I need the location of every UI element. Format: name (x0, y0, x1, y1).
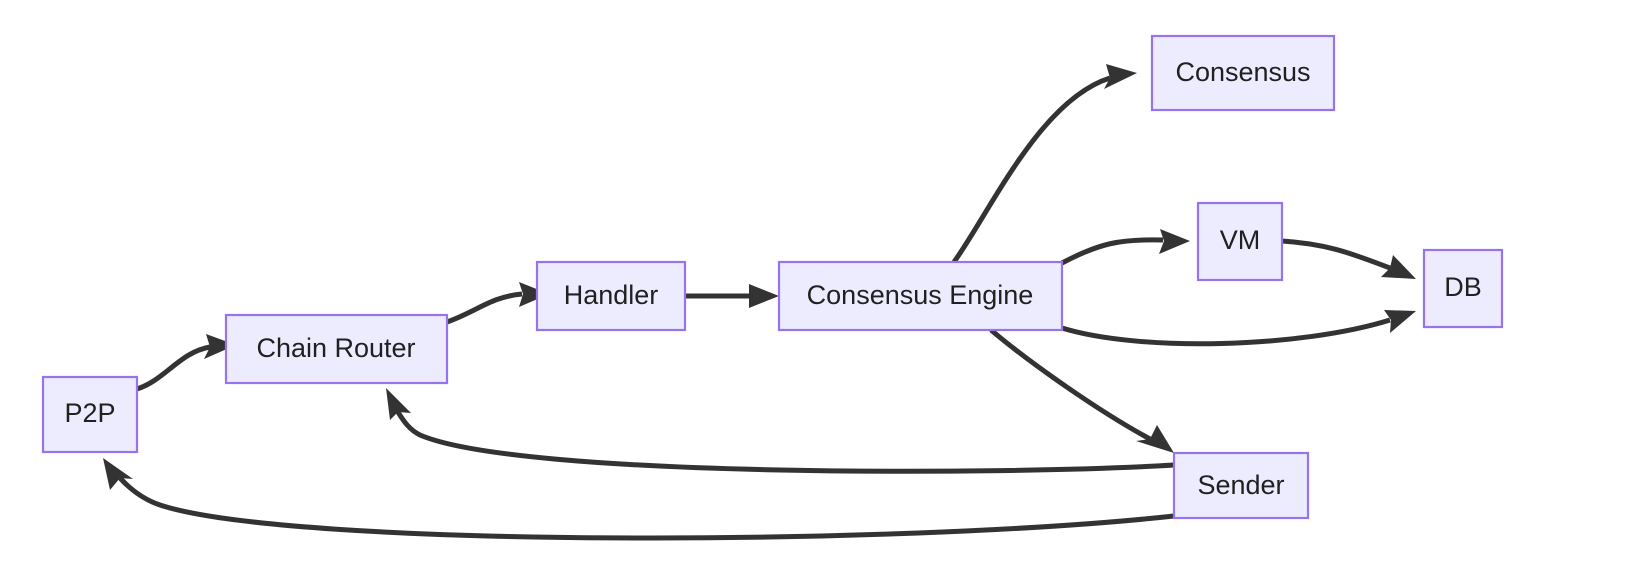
node-chain-router[interactable]: Chain Router (224, 313, 449, 385)
node-label-sender: Sender (1197, 470, 1284, 500)
edge-p2p-to-chain-router (136, 334, 236, 392)
node-shape (224, 313, 449, 385)
edge-handler-to-consensus-engine (685, 284, 779, 308)
edge-chain-router-to-handler (446, 282, 549, 325)
node-label-handler: Handler (564, 280, 659, 310)
node-label-vm: VM (1220, 225, 1261, 255)
node-shape (41, 375, 139, 454)
arrow-head-icon (386, 388, 411, 420)
node-sender[interactable]: Sender (1172, 451, 1310, 520)
edge-path (1061, 317, 1391, 347)
arrow-head-icon (519, 282, 549, 307)
node-consensus-engine[interactable]: Consensus Engine (777, 260, 1064, 332)
edge-path (118, 476, 1175, 541)
node-layer: P2P Chain Router Handler Consensus Engin… (41, 34, 1504, 520)
node-vm[interactable]: VM (1196, 201, 1284, 282)
arrow-head-icon (749, 284, 779, 308)
edge-path (136, 344, 211, 392)
node-shape (1422, 248, 1504, 329)
edge-consensus-engine-to-vm (1060, 229, 1190, 266)
arrow-head-icon (204, 334, 236, 359)
node-shape (1172, 451, 1310, 520)
edge-path (1281, 238, 1391, 271)
arrow-head-icon (1104, 64, 1137, 89)
arrow-head-icon (1384, 310, 1416, 333)
edge-path (989, 328, 1152, 442)
edge-consensus-engine-to-sender (989, 328, 1174, 453)
node-p2p[interactable]: P2P (41, 375, 139, 454)
node-shape (1150, 34, 1336, 112)
node-shape (535, 260, 687, 332)
arrow-head-icon (103, 458, 133, 490)
edge-layer (103, 64, 1416, 541)
edge-consensus-engine-to-db (1061, 310, 1416, 347)
node-shape (777, 260, 1064, 332)
node-db[interactable]: DB (1422, 248, 1504, 329)
arrow-head-icon (1159, 229, 1190, 254)
arrow-head-icon (1136, 425, 1174, 453)
node-label-chain-router: Chain Router (256, 333, 415, 363)
edge-sender-to-chain-router (386, 388, 1175, 474)
edge-path (446, 291, 523, 325)
node-label-consensus: Consensus (1175, 57, 1310, 87)
edge-vm-to-db (1281, 238, 1416, 279)
node-label-db: DB (1444, 272, 1482, 302)
node-handler[interactable]: Handler (535, 260, 687, 332)
arrow-head-icon (1381, 255, 1416, 279)
node-shape (1196, 201, 1284, 282)
edge-path (951, 75, 1111, 264)
edge-path (395, 410, 1175, 474)
node-label-p2p: P2P (64, 398, 115, 428)
edge-consensus-engine-to-consensus (951, 64, 1137, 264)
edge-sender-to-p2p (103, 458, 1175, 541)
node-label-consensus-engine: Consensus Engine (807, 280, 1034, 310)
edge-path (1060, 237, 1164, 266)
node-consensus[interactable]: Consensus (1150, 34, 1336, 112)
